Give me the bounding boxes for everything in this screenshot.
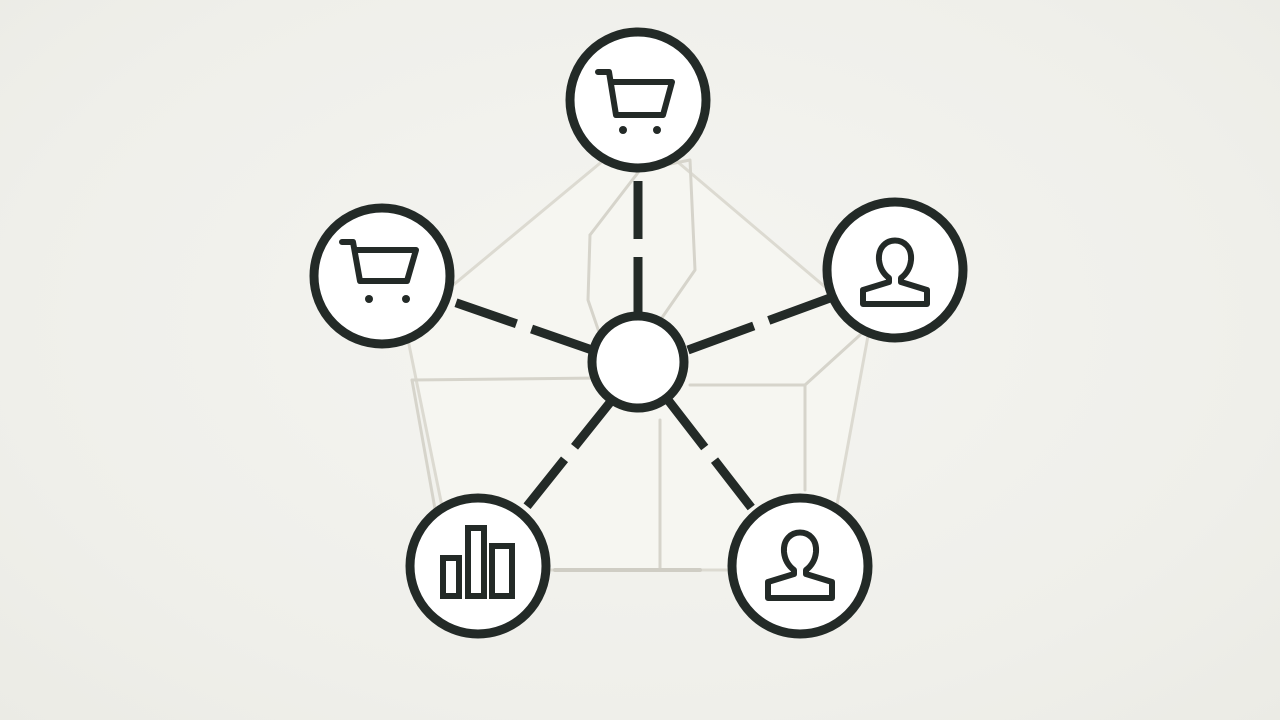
connector-hub-upper-right <box>686 293 832 355</box>
node-lower-right-circle <box>727 493 873 639</box>
hub-node[interactable] <box>587 311 689 413</box>
backdrop-inner-line <box>586 233 602 337</box>
node-top-circle <box>565 27 711 173</box>
node-upper-right-circle <box>822 197 968 343</box>
connector-lines <box>446 165 832 518</box>
bar-chart-icon <box>440 525 515 599</box>
backdrop-inner-line <box>410 376 602 382</box>
node-lower-left[interactable] <box>405 493 551 639</box>
shopping-cart-icon <box>339 239 419 303</box>
node-upper-right[interactable] <box>822 197 968 343</box>
node-lower-left-circle <box>405 493 551 639</box>
backdrop-inner-line <box>588 158 697 337</box>
connector-hub-lower-left <box>516 397 616 518</box>
node-upper-left-circle <box>309 203 455 349</box>
node-lower-right[interactable] <box>727 493 873 639</box>
user-icon <box>765 529 835 601</box>
node-upper-left[interactable] <box>309 203 455 349</box>
connector-hub-lower-right <box>664 397 761 518</box>
shopping-cart-icon <box>595 69 675 134</box>
connector-hub-upper-left <box>446 295 594 355</box>
node-top[interactable] <box>565 27 711 173</box>
backdrop-inner-line <box>803 333 862 387</box>
user-icon <box>860 237 930 307</box>
